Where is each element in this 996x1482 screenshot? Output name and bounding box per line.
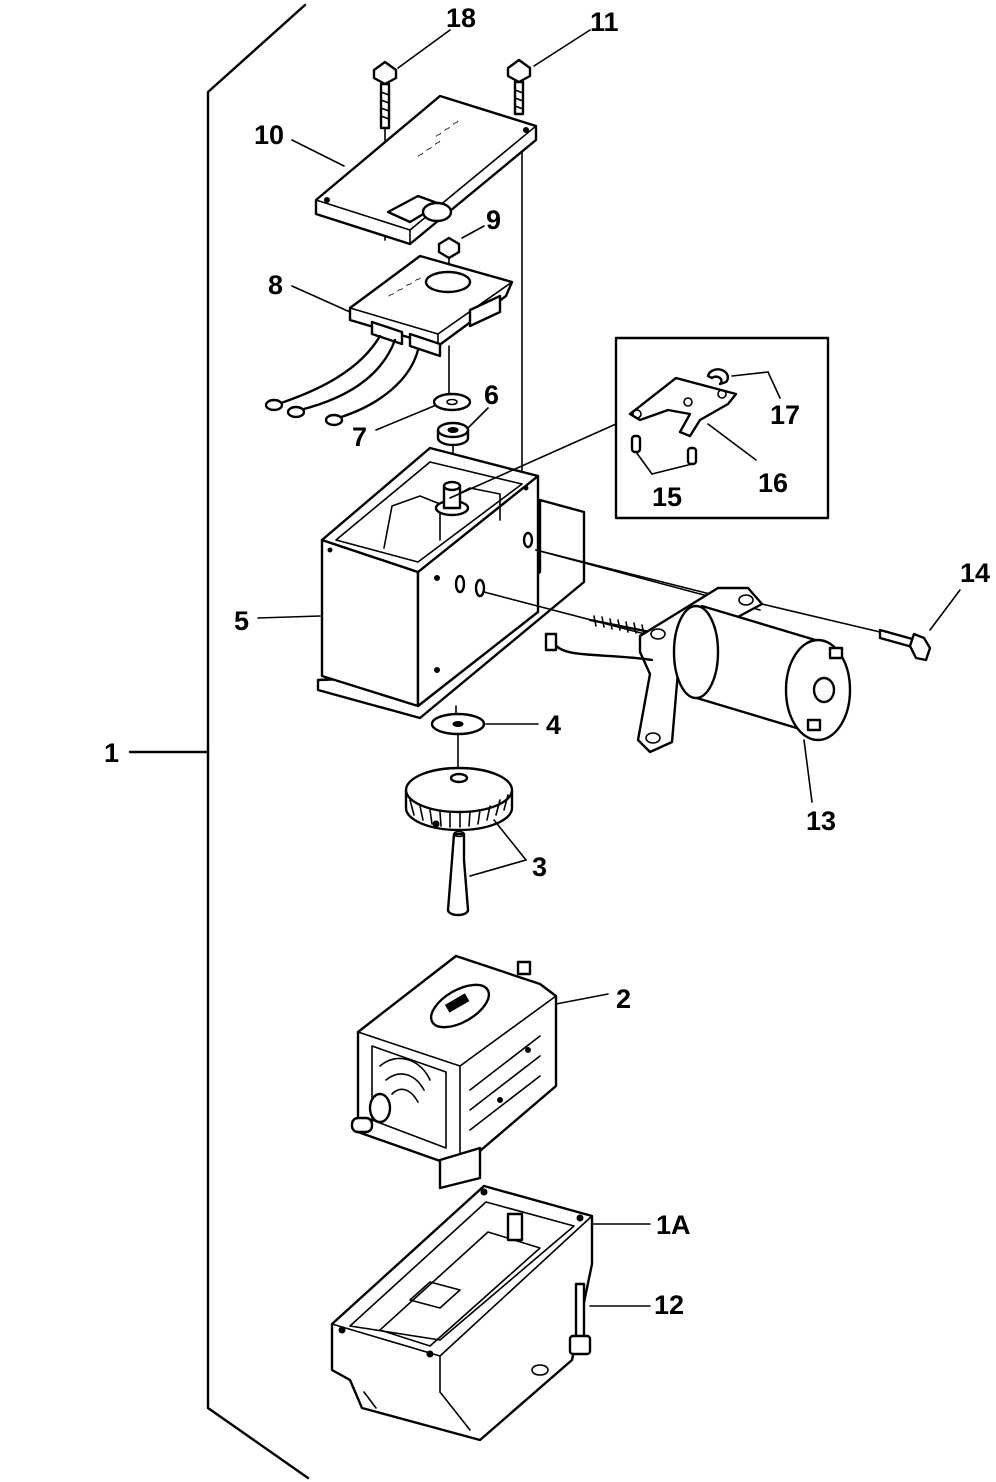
housing — [316, 446, 586, 721]
gearbox — [350, 954, 558, 1190]
callout-1a: 1A — [656, 1210, 691, 1240]
motor-assembly — [483, 549, 852, 754]
assembly-bracket — [206, 3, 310, 1480]
callout-14: 14 — [960, 558, 990, 588]
base-housing — [330, 1184, 594, 1442]
gear-and-shaft — [404, 766, 514, 917]
screw-11 — [506, 58, 532, 471]
callout-7: 7 — [352, 422, 367, 452]
cover-plate: ~ ~ ~ ~ ~ ~ — [314, 94, 538, 246]
callout-4: 4 — [546, 710, 561, 740]
callout-13: 13 — [806, 806, 836, 836]
callout-18: 18 — [446, 3, 476, 33]
bushing-6 — [436, 421, 470, 501]
callout-3: 3 — [532, 852, 547, 882]
screw-14 — [761, 603, 932, 662]
callout-10: 10 — [254, 120, 284, 150]
washer-7 — [432, 392, 472, 412]
circuit-board: ~ ~ ~ ~ — [264, 254, 514, 427]
callout-6: 6 — [484, 380, 499, 410]
washer-4 — [430, 712, 486, 777]
callout-2: 2 — [616, 984, 631, 1014]
callout-9: 9 — [486, 205, 501, 235]
callouts: 1 18 11 10 9 8 6 7 17 16 15 5 14 4 13 3 … — [104, 3, 990, 1320]
callout-1: 1 — [104, 738, 119, 768]
callout-12: 12 — [654, 1290, 684, 1320]
callout-16: 16 — [758, 468, 788, 498]
detail-inset — [449, 336, 830, 520]
callout-5: 5 — [234, 606, 249, 636]
bolt-12 — [568, 1282, 592, 1356]
callout-8: 8 — [268, 270, 283, 300]
callout-11: 11 — [590, 7, 619, 37]
leader-lines — [128, 29, 961, 1307]
nut-9 — [437, 236, 461, 281]
callout-17: 17 — [770, 400, 800, 430]
callout-15: 15 — [652, 482, 682, 512]
